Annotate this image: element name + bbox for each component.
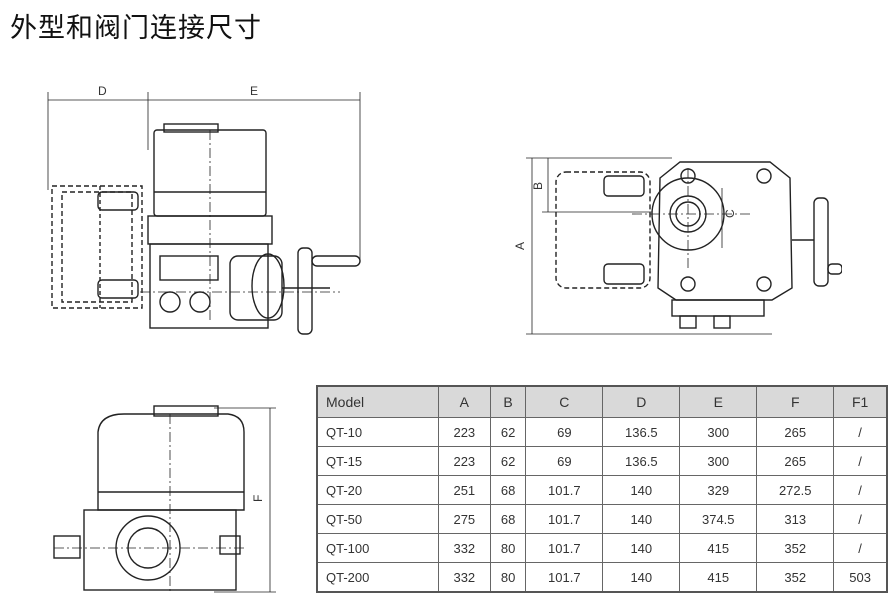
- table-row: QT-100 332 80 101.7 140 415 352 /: [316, 533, 888, 563]
- table-cell: 415: [679, 533, 758, 563]
- table-cell: 140: [602, 504, 681, 534]
- table-cell: 374.5: [679, 504, 758, 534]
- table-cell: 272.5: [756, 475, 835, 505]
- dim-label-e: E: [250, 84, 258, 98]
- table-row: QT-200 332 80 101.7 140 415 352 503: [316, 562, 888, 593]
- table-cell: /: [833, 504, 888, 534]
- table-cell: 415: [679, 562, 758, 593]
- table-cell: QT-20: [316, 475, 439, 505]
- table-cell: 140: [602, 475, 681, 505]
- table-cell: QT-15: [316, 446, 439, 476]
- table-cell: QT-10: [316, 417, 439, 447]
- page-title: 外型和阀门连接尺寸: [10, 13, 262, 44]
- table-cell: 101.7: [525, 475, 604, 505]
- table-row: QT-10 223 62 69 136.5 300 265 /: [316, 417, 888, 447]
- header-e: E: [679, 385, 758, 418]
- table-cell: QT-50: [316, 504, 439, 534]
- table-cell: 68: [489, 475, 527, 505]
- table-cell: 332: [437, 562, 491, 593]
- table-cell: 251: [437, 475, 491, 505]
- table-cell: 352: [756, 562, 835, 593]
- header-c: C: [525, 385, 604, 418]
- dim-label-d: D: [98, 84, 107, 98]
- header-d: D: [602, 385, 681, 418]
- table-cell: 265: [756, 417, 835, 447]
- table-cell: 80: [489, 533, 527, 563]
- table-cell: 275: [437, 504, 491, 534]
- bottom-view-drawing: F: [53, 405, 276, 593]
- table-row: QT-50 275 68 101.7 140 374.5 313 /: [316, 504, 888, 534]
- table-cell: 503: [833, 562, 888, 593]
- table-cell: 300: [679, 446, 758, 476]
- table-row: QT-15 223 62 69 136.5 300 265 /: [316, 446, 888, 476]
- table-row: QT-20 251 68 101.7 140 329 272.5 /: [316, 475, 888, 505]
- table-cell: 101.7: [525, 562, 604, 593]
- side-view-drawing: A B C: [513, 157, 842, 335]
- table-cell: 69: [525, 446, 604, 476]
- table-cell: QT-200: [316, 562, 439, 593]
- table-cell: 62: [489, 417, 527, 447]
- dimension-table: Model A B C D E F F1 QT-10 223 62 69 136…: [316, 385, 888, 593]
- table-cell: 136.5: [602, 446, 681, 476]
- table-cell: 352: [756, 533, 835, 563]
- table-cell: 80: [489, 562, 527, 593]
- dim-label-a: A: [513, 242, 527, 250]
- table-cell: 101.7: [525, 504, 604, 534]
- table-header-row: Model A B C D E F F1: [316, 385, 888, 418]
- table-cell: 223: [437, 417, 491, 447]
- header-f1: F1: [833, 385, 888, 418]
- header-b: B: [489, 385, 527, 418]
- table-cell: 313: [756, 504, 835, 534]
- table-cell: 140: [602, 533, 681, 563]
- front-view-drawing: D E: [47, 84, 361, 335]
- table-cell: 62: [489, 446, 527, 476]
- table-cell: 68: [489, 504, 527, 534]
- table-cell: 69: [525, 417, 604, 447]
- table-cell: 223: [437, 446, 491, 476]
- table-cell: /: [833, 475, 888, 505]
- table-cell: 329: [679, 475, 758, 505]
- table-cell: /: [833, 417, 888, 447]
- table-cell: 101.7: [525, 533, 604, 563]
- table-cell: /: [833, 533, 888, 563]
- header-model: Model: [316, 385, 439, 418]
- dim-label-b: B: [531, 182, 545, 190]
- table-cell: 136.5: [602, 417, 681, 447]
- table-cell: 332: [437, 533, 491, 563]
- header-f: F: [756, 385, 835, 418]
- table-cell: 300: [679, 417, 758, 447]
- table-cell: 140: [602, 562, 681, 593]
- table-cell: 265: [756, 446, 835, 476]
- header-a: A: [437, 385, 491, 418]
- dim-label-f: F: [251, 495, 265, 502]
- table-cell: QT-100: [316, 533, 439, 563]
- dim-label-c: C: [723, 209, 737, 218]
- table-cell: /: [833, 446, 888, 476]
